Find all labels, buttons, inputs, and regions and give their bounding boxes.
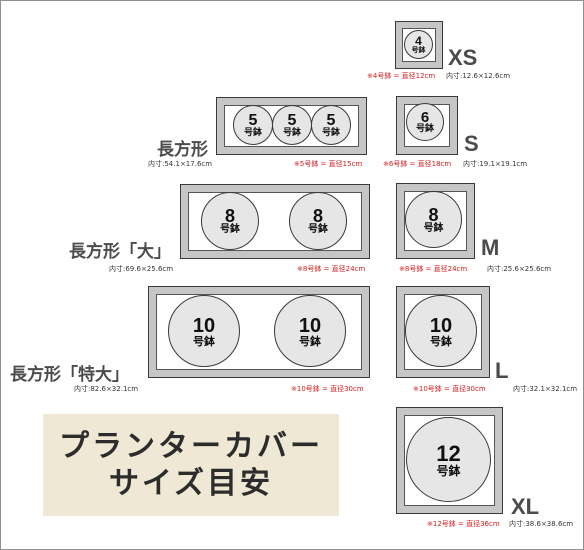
label-rect-normal: 長方形: [157, 140, 208, 160]
pot-unit: 号鉢: [220, 224, 240, 235]
title-line-1: プランターカバー: [59, 428, 323, 464]
pot-rect-normal-2: 5 号鉢: [272, 105, 312, 145]
note-m: ※8号鉢 = 直径24cm: [399, 265, 468, 273]
planter-s: 6 号鉢: [396, 96, 458, 155]
pot-unit: 号鉢: [282, 127, 301, 138]
pot-number: 8: [428, 204, 439, 225]
size-label-l: L: [495, 358, 509, 383]
pot-unit: 号鉢: [430, 334, 452, 348]
size-label-xl: XL: [511, 494, 540, 519]
size-label-m: M: [481, 235, 500, 260]
title-box: プランターカバー サイズ目安: [43, 414, 339, 516]
note-xs: ※4号鉢 = 直径12cm: [367, 72, 436, 80]
planter-rect-large: 8 号鉢 8 号鉢: [180, 184, 370, 259]
pot-number: 10: [192, 314, 216, 337]
pot-unit: 号鉢: [308, 224, 328, 235]
pot-number: 8: [312, 206, 323, 226]
pot-number: 5: [248, 111, 258, 129]
planter-rect-xlarge: 10 号鉢 10 号鉢: [148, 286, 370, 378]
pot-l: 10 号鉢: [405, 295, 477, 367]
pot-unit: 号鉢: [243, 127, 262, 138]
pot-number: 12: [436, 440, 461, 466]
dim-m: 内寸:25.6×25.6cm: [487, 265, 552, 273]
note-xl: ※12号鉢 = 直径36cm: [427, 520, 500, 528]
note-rect-xlarge: ※10号鉢 = 直径30cm: [291, 385, 364, 393]
size-label-s: S: [464, 131, 479, 156]
dim-rect-normal: 内寸:54.1×17.6cm: [148, 160, 213, 168]
note-s: ※6号鉢 = 直径18cm: [383, 160, 452, 168]
pot-unit: 号鉢: [423, 222, 444, 234]
pot-rect-large-1: 8 号鉢: [201, 192, 259, 250]
pot-unit: 号鉢: [436, 463, 461, 478]
dim-xl: 内寸:38.6×38.6cm: [509, 520, 574, 528]
pot-number: 8: [224, 206, 235, 226]
note-l: ※10号鉢 = 直径30cm: [413, 385, 486, 393]
pot-number: 4: [415, 34, 422, 48]
pot-m: 8 号鉢: [405, 191, 462, 248]
size-label-xs: XS: [448, 45, 478, 70]
planter-xs: 4 号鉢: [395, 21, 443, 69]
pot-number: 5: [287, 111, 297, 129]
planter-l: 10 号鉢: [396, 286, 490, 378]
pot-rect-xlarge-1: 10 号鉢: [168, 295, 240, 367]
pot-number: 5: [326, 111, 336, 129]
note-rect-normal: ※5号鉢 = 直径15cm: [294, 160, 363, 168]
label-rect-xlarge: 長方形「特大」: [10, 365, 129, 385]
note-rect-large: ※8号鉢 = 直径24cm: [297, 265, 366, 273]
pot-rect-large-2: 8 号鉢: [289, 192, 347, 250]
dim-xs: 内寸:12.6×12.6cm: [446, 72, 511, 80]
pot-number: 6: [420, 109, 430, 126]
dim-l: 内寸:32.1×32.1cm: [513, 385, 578, 393]
pot-unit: 号鉢: [321, 127, 340, 138]
pot-unit: 号鉢: [299, 334, 321, 348]
title-line-2: サイズ目安: [108, 466, 274, 501]
dim-rect-large: 内寸:69.6×25.6cm: [109, 265, 174, 273]
pot-s: 6 号鉢: [406, 103, 444, 141]
dim-rect-xlarge: 内寸:82.6×32.1cm: [74, 385, 139, 393]
pot-xl: 12 号鉢: [406, 417, 491, 502]
pot-xs: 4 号鉢: [404, 30, 433, 59]
planter-m: 8 号鉢: [396, 183, 475, 259]
pot-rect-normal-1: 5 号鉢: [233, 105, 273, 145]
label-rect-large: 長方形「大」: [69, 242, 171, 262]
pot-number: 10: [429, 314, 453, 337]
pot-rect-xlarge-2: 10 号鉢: [274, 295, 346, 367]
planter-xl: 12 号鉢: [396, 407, 503, 514]
pot-number: 10: [298, 314, 322, 337]
pot-unit: 号鉢: [193, 334, 215, 348]
dim-s: 内寸:19.1×19.1cm: [463, 160, 528, 168]
pot-rect-normal-3: 5 号鉢: [311, 105, 351, 145]
planter-rect-normal: 5 号鉢 5 号鉢 5 号鉢: [216, 97, 367, 155]
pot-unit: 号鉢: [411, 46, 426, 54]
pot-unit: 号鉢: [415, 124, 434, 134]
